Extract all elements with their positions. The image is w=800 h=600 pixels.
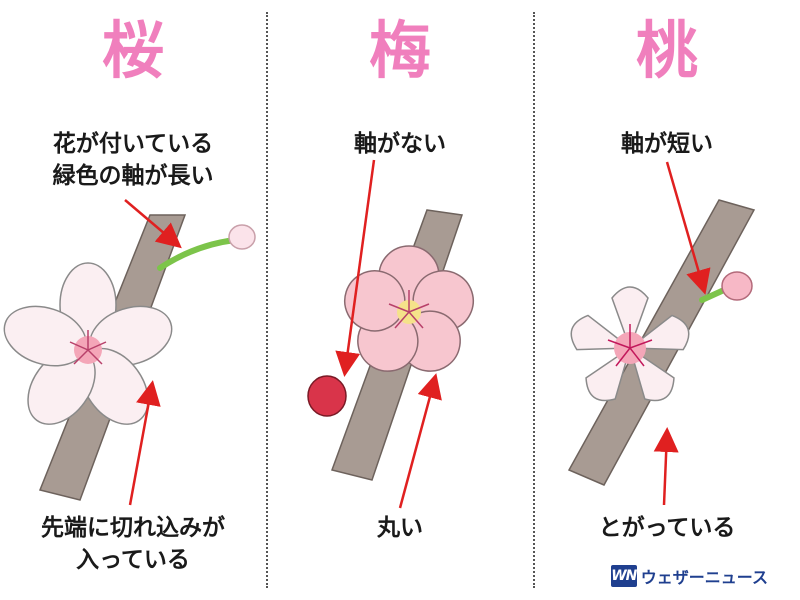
top-label: 軸が短い	[534, 128, 800, 160]
bottom-label: 先端に切れ込みが 入っている	[0, 512, 266, 576]
momo-flower	[570, 286, 690, 402]
momo-bud	[721, 271, 753, 301]
sakura-bottom-arrow	[128, 380, 161, 506]
momo-stem	[699, 287, 727, 303]
panel-title: 梅	[368, 14, 431, 87]
bottom-label: とがっている	[534, 512, 800, 544]
top-label-line: 軸が短い	[621, 131, 713, 157]
sakura-illustration	[3, 199, 256, 506]
momo-bottom-arrow	[653, 427, 679, 506]
bottom-label-line: とがっている	[598, 515, 736, 541]
weathernews-logo-text: ウェザーニュース	[640, 568, 768, 587]
bottom-label: 丸い	[267, 512, 533, 544]
panel-sakura: 桜 花が付いている 緑色の軸が長い 先端に切れ込みが 入っている	[0, 0, 266, 600]
panel-momo: 桃 軸が短い とがっている	[534, 0, 800, 600]
ume-top-arrow	[335, 159, 376, 377]
bottom-label-line: 丸い	[377, 515, 423, 541]
sakura-flower	[3, 262, 173, 425]
momo-top-arrow	[665, 161, 711, 295]
divider-left	[266, 12, 268, 588]
panel-ume: 梅 軸がない 丸い	[267, 0, 533, 600]
top-label-line: 花が付いている	[52, 131, 214, 157]
ume-bottom-arrow	[398, 373, 442, 509]
panel-title: 桃	[635, 14, 698, 87]
sakura-stem	[157, 237, 238, 271]
weathernews-logo-mark: WN	[610, 565, 637, 587]
weathernews-logo: WN ウェザーニュース	[610, 564, 768, 588]
bottom-label-line: 先端に切れ込みが	[41, 515, 225, 541]
ume-flower	[344, 245, 474, 372]
panel-title: 桜	[101, 14, 164, 87]
top-label: 花が付いている 緑色の軸が長い	[0, 128, 266, 192]
sakura-top-arrow	[124, 199, 182, 249]
bottom-label-line: 入っている	[76, 547, 190, 574]
top-label: 軸がない	[267, 128, 533, 160]
divider-right	[533, 12, 535, 588]
top-label-line: 軸がない	[354, 131, 446, 157]
momo-illustration	[567, 161, 756, 506]
top-label-line: 緑色の軸が長い	[52, 163, 214, 190]
ume-illustration	[307, 159, 474, 509]
sakura-bud	[228, 224, 256, 250]
ume-bud	[307, 375, 347, 417]
